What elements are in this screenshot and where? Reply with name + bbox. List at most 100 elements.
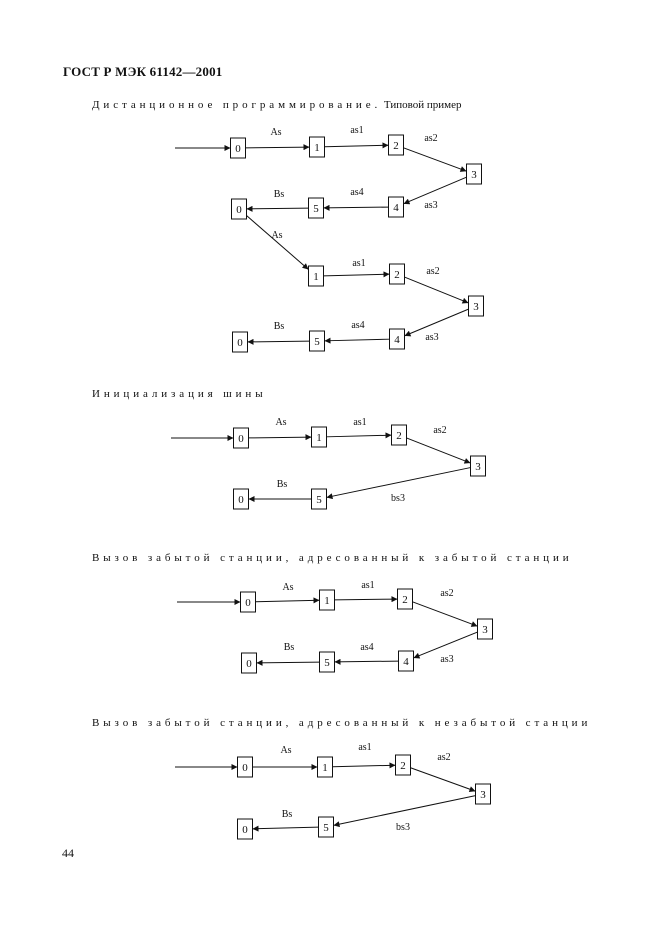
transition-arrow	[246, 215, 309, 270]
transition-arrow	[403, 147, 467, 172]
section-title-forgotten-to-unforgotten: Вызов забытой станции, адресованный к не…	[92, 717, 591, 729]
state-label: 5	[324, 657, 330, 669]
transition-label: as1	[361, 580, 374, 591]
state-label: 2	[394, 269, 400, 281]
transition-label: as2	[437, 752, 450, 763]
transition-label: as4	[360, 642, 373, 653]
state-box	[391, 424, 407, 446]
state-box	[466, 163, 482, 185]
transition-label: as2	[424, 133, 437, 144]
state-label: 3	[480, 789, 486, 801]
state-label: 4	[403, 656, 409, 668]
state-label: 0	[246, 658, 252, 670]
transition-arrow	[252, 825, 319, 832]
transition-label: As	[282, 582, 293, 593]
transition-arrow	[255, 597, 320, 604]
transition-label: bs3	[396, 822, 410, 833]
state-label: 3	[473, 301, 479, 313]
transition-label: as1	[352, 258, 365, 269]
transition-label: as3	[440, 654, 453, 665]
transition-label: Bs	[277, 479, 288, 490]
section-title-bus-init: Инициализация шины	[92, 388, 267, 400]
state-box	[477, 618, 493, 640]
transition-arrow	[334, 596, 398, 603]
state-box	[317, 756, 333, 778]
state-label: 1	[314, 142, 320, 154]
transition-label: As	[275, 417, 286, 428]
state-label: 0	[237, 337, 243, 349]
transition-arrow	[334, 658, 399, 665]
transition-label: as4	[351, 320, 364, 331]
transition-label: as1	[350, 125, 363, 136]
transition-label: as2	[426, 266, 439, 277]
state-box	[241, 652, 257, 674]
state-box	[308, 265, 324, 287]
state-label: 0	[242, 824, 248, 836]
state-box	[311, 426, 327, 448]
state-label: 2	[400, 760, 406, 772]
transition-label: as4	[350, 187, 363, 198]
state-label: 0	[235, 143, 241, 155]
state-box	[319, 589, 335, 611]
transition-arrow	[406, 437, 471, 464]
state-label: 0	[238, 494, 244, 506]
state-box	[398, 650, 414, 672]
transition-arrow	[248, 434, 312, 441]
state-box	[475, 783, 491, 805]
state-label: 3	[482, 624, 488, 636]
transition-label: As	[280, 745, 291, 756]
state-box	[233, 488, 249, 510]
state-box	[389, 328, 405, 350]
transition-arrow	[323, 271, 390, 278]
state-box	[240, 591, 256, 613]
state-label: 0	[236, 204, 242, 216]
section-title-spaced: Дистанционное программирование.	[92, 99, 382, 111]
state-label: 5	[316, 494, 322, 506]
state-box	[231, 198, 247, 220]
state-box	[308, 197, 324, 219]
state-label: 1	[324, 595, 330, 607]
transition-label: Bs	[284, 642, 295, 653]
state-box	[319, 651, 335, 673]
state-label: 1	[313, 271, 319, 283]
transition-arrow	[324, 337, 390, 344]
state-label: 4	[394, 334, 400, 346]
state-label: 4	[393, 202, 399, 214]
section-title-remote-programming: Дистанционное программирование. Типовой …	[92, 99, 461, 111]
transition-arrow	[410, 767, 476, 793]
state-box	[309, 136, 325, 158]
transition-arrow	[404, 276, 469, 304]
transition-label: as2	[440, 588, 453, 599]
state-box	[318, 816, 334, 838]
transition-arrow	[323, 204, 389, 211]
state-box	[468, 295, 484, 317]
state-label: 2	[396, 430, 402, 442]
state-label: 2	[393, 140, 399, 152]
transition-arrow	[245, 144, 310, 151]
state-label: 5	[314, 336, 320, 348]
transition-label: Bs	[274, 189, 285, 200]
state-box	[237, 818, 253, 840]
state-box	[389, 263, 405, 285]
state-label: 1	[322, 762, 328, 774]
state-label: 5	[323, 822, 329, 834]
transition-arrow	[326, 467, 471, 500]
state-box	[388, 196, 404, 218]
section-title-plain: Типовой пример	[383, 99, 462, 111]
transition-arrow	[332, 762, 396, 769]
section-title-forgotten-to-forgotten: Вызов забытой станции, адресованный к за…	[92, 552, 573, 564]
transition-label: As	[270, 127, 281, 138]
state-label: 3	[475, 461, 481, 473]
state-box	[397, 588, 413, 610]
transition-label: As	[271, 230, 282, 241]
transition-arrow	[326, 432, 392, 439]
state-label: 0	[238, 433, 244, 445]
state-box	[388, 134, 404, 156]
transition-arrow	[412, 601, 478, 627]
state-box	[470, 455, 486, 477]
transition-arrow	[404, 308, 469, 337]
